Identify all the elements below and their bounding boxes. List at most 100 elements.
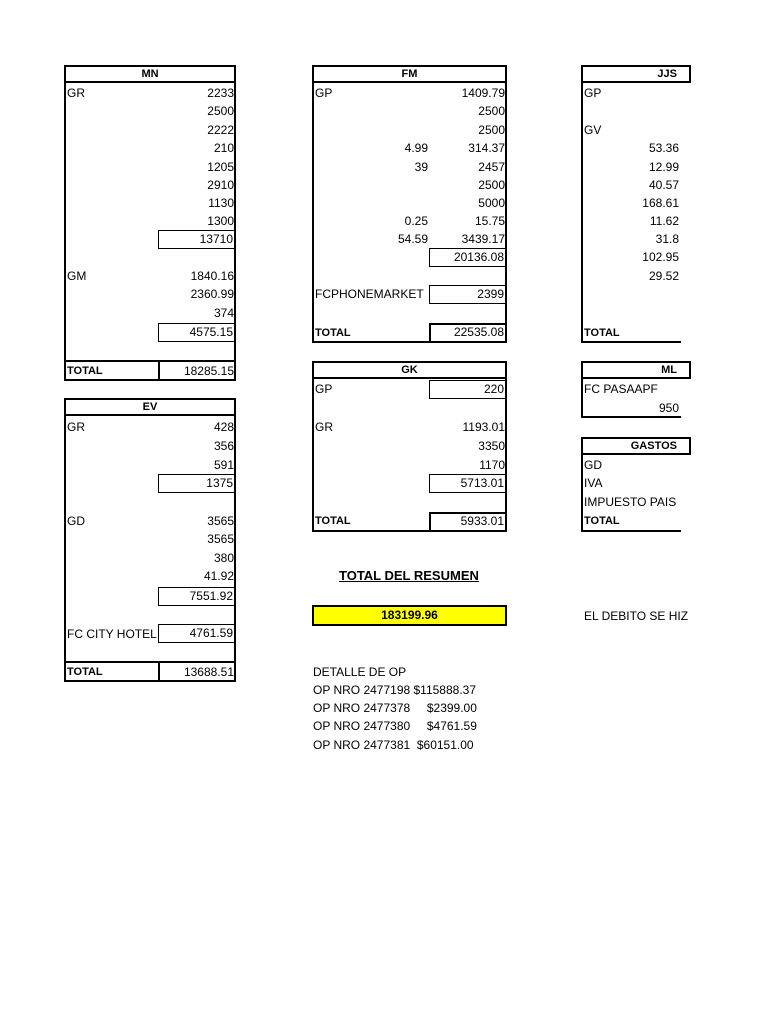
fm-phone-label: FCPHONEMARKET xyxy=(315,287,424,301)
mn-gr-value: 2910 xyxy=(207,178,234,192)
ev-left-border xyxy=(64,416,66,682)
jjs-value: 11.62 xyxy=(649,214,679,228)
debit-note: EL DEBITO SE HIZ xyxy=(584,609,689,623)
fm-label-gp: GP xyxy=(315,86,333,100)
fm-col-a xyxy=(360,121,428,139)
ev-total-top-line xyxy=(64,661,236,663)
gk-label-gp: GP xyxy=(315,382,333,396)
op-line: OP NRO 2477198 $115888.37 xyxy=(313,683,477,697)
ev-gr-value: 356 xyxy=(213,439,234,453)
mn-gr-value: 2222 xyxy=(207,123,234,137)
jjs-label-gv: GV xyxy=(584,123,602,137)
mn-gm-value: 374 xyxy=(213,306,234,320)
gk-right-border xyxy=(505,379,507,531)
fm-phone-value: 2399 xyxy=(429,285,506,304)
jjs-value: 168.61 xyxy=(642,196,679,210)
gk-total-value: 5933.01 xyxy=(429,512,506,531)
fm-col-a xyxy=(360,194,428,212)
ev-hotel-value: 4761.59 xyxy=(158,624,235,643)
jjs-header-label: JJS xyxy=(657,68,677,80)
ev-gr-subtotal: 1375 xyxy=(158,474,235,493)
ev-total-value: 13688.51 xyxy=(183,665,234,679)
op-line: OP NRO 2477381 $60151.00 xyxy=(313,738,474,752)
fm-subtotal: 20136.08 xyxy=(429,248,506,267)
fm-col-b: 1409.79 xyxy=(461,86,505,100)
fm-header: FM xyxy=(312,65,507,83)
ml-bottom-line xyxy=(581,416,681,418)
fm-col-a xyxy=(360,102,428,120)
mn-gr-value: 1300 xyxy=(207,214,234,228)
mn-gm-value: 1840.16 xyxy=(190,269,234,283)
op-line: OP NRO 2477380 $4761.59 xyxy=(313,719,477,733)
mn-total-divider xyxy=(158,360,160,381)
op-title: DETALLE DE OP xyxy=(313,665,407,679)
gastos-item: IVA xyxy=(584,476,603,490)
ev-label-gr: GR xyxy=(67,420,85,434)
ev-gr-value: 428 xyxy=(213,420,234,434)
gastos-item: IMPUESTO PAIS xyxy=(584,495,677,509)
ml-header: ML xyxy=(581,361,691,379)
mn-left-border xyxy=(64,83,66,381)
gastos-bottom-line xyxy=(581,530,681,532)
ev-gd-value: 3565 xyxy=(207,514,234,528)
ev-total-label: TOTAL xyxy=(67,666,103,678)
summary-total: 183199.96 xyxy=(312,605,507,626)
gastos-header-label: GASTOS xyxy=(630,440,677,452)
mn-total-label: TOTAL xyxy=(67,365,103,377)
mn-gr-value: 1205 xyxy=(207,160,234,174)
fm-bottom-line xyxy=(312,341,507,343)
ev-bottom-line xyxy=(64,680,236,682)
gk-gr-subtotal: 5713.01 xyxy=(429,474,506,493)
fm-col-a: 39 xyxy=(414,160,428,174)
fm-col-a: 0.25 xyxy=(404,214,428,228)
ev-hotel-label: FC CITY HOTEL xyxy=(67,627,157,641)
jjs-value: 40.57 xyxy=(648,178,679,192)
mn-header: MN xyxy=(64,65,236,83)
ev-gd-value: 380 xyxy=(213,551,234,565)
fm-col-b: 3439.17 xyxy=(461,232,505,246)
gastos-total-label: TOTAL xyxy=(584,515,620,527)
fm-col-a: 4.99 xyxy=(404,141,428,155)
jjs-value: 12.99 xyxy=(648,160,679,174)
mn-gr-value: 2500 xyxy=(207,104,234,118)
ev-total-divider xyxy=(158,661,160,682)
summary-title: TOTAL DEL RESUMEN xyxy=(339,568,479,583)
ev-gr-value: 591 xyxy=(213,458,234,472)
gk-left-border xyxy=(312,379,314,531)
jjs-bottom-line xyxy=(581,341,681,343)
jjs-value: 53.36 xyxy=(648,141,679,155)
fm-col-b: 5000 xyxy=(478,196,505,210)
gk-bottom-line xyxy=(312,530,507,532)
fm-total-label: TOTAL xyxy=(315,327,351,339)
fm-col-b: 2457 xyxy=(478,160,505,174)
jjs-value: 102.95 xyxy=(642,250,679,264)
jjs-value: 29.52 xyxy=(648,269,679,283)
ev-gd-value: 41.92 xyxy=(203,569,234,583)
fm-col-a: 54.59 xyxy=(397,232,428,246)
ml-value: 950 xyxy=(658,401,679,415)
mn-gr-value: 210 xyxy=(213,141,234,155)
fm-col-a xyxy=(360,176,428,194)
gk-header: GK xyxy=(312,361,507,379)
mn-total-value: 18285.15 xyxy=(183,364,234,378)
ml-label: FC PASAAPF xyxy=(584,382,658,396)
mn-gr-value: 2233 xyxy=(207,86,234,100)
gk-gr-value: 1193.01 xyxy=(462,420,506,434)
ml-left-border xyxy=(581,379,583,417)
fm-col-b: 2500 xyxy=(478,104,505,118)
ev-gd-value: 3565 xyxy=(207,532,234,546)
gk-gp-value: 220 xyxy=(429,380,506,399)
jjs-total-label: TOTAL xyxy=(584,327,620,339)
fm-right-border xyxy=(505,83,507,342)
ml-header-label: ML xyxy=(661,364,677,376)
gk-total-label: TOTAL xyxy=(315,515,351,527)
gastos-left-border xyxy=(581,455,583,531)
jjs-header: JJS xyxy=(581,65,691,83)
fm-col-b: 314.37 xyxy=(468,141,505,155)
jjs-value: 31.8 xyxy=(655,232,679,246)
mn-gr-value: 1130 xyxy=(208,196,234,210)
gk-gr-value: 1170 xyxy=(479,458,505,472)
mn-right-border xyxy=(234,83,236,381)
jjs-left-border xyxy=(581,83,583,342)
mn-gr-subtotal: 13710 xyxy=(158,230,235,249)
